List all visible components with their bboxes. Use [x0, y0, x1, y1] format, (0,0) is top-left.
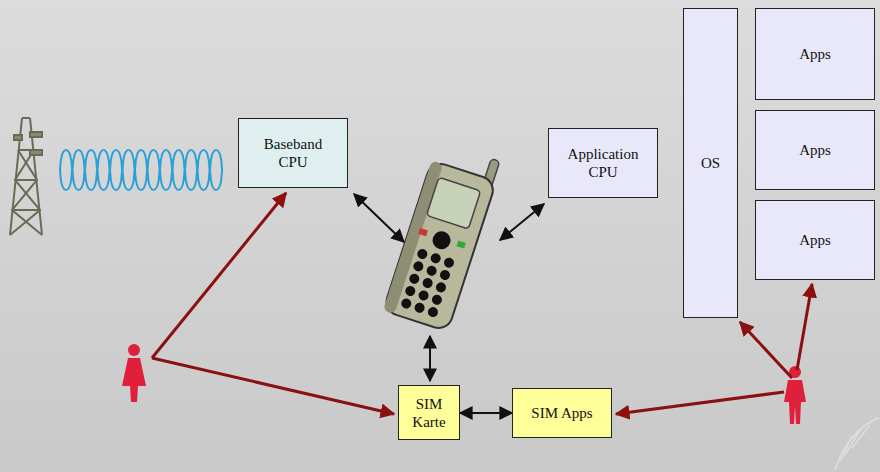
- keypad-key: [439, 269, 452, 282]
- node-label: Apps: [799, 231, 831, 249]
- node-label: Apps: [799, 141, 831, 159]
- radio-wave: [60, 150, 222, 190]
- mobile-phone: [383, 141, 503, 331]
- keypad-key: [408, 272, 421, 285]
- phone-link: [354, 194, 544, 381]
- feather-mark: [835, 418, 878, 470]
- keypad-key: [427, 306, 440, 319]
- keypad-key: [417, 289, 430, 302]
- keypad-key: [404, 285, 417, 298]
- keypad-key: [431, 293, 444, 306]
- processor-box: Application CPU: [548, 128, 658, 198]
- keypad-key: [416, 248, 429, 261]
- app-box: Apps: [755, 200, 875, 280]
- keypad-key: [443, 256, 456, 269]
- sim-app-box: SIM Apps: [512, 388, 612, 438]
- keypad-key: [425, 264, 438, 277]
- keypad-key: [400, 297, 413, 310]
- os-box: OS: [683, 8, 738, 318]
- attacker-figure: [122, 344, 146, 402]
- node-label: Apps: [799, 45, 831, 63]
- app-box: Apps: [755, 110, 875, 190]
- processor-box: Baseband CPU: [238, 118, 348, 188]
- keypad-key: [429, 252, 442, 265]
- node-label: SIM Apps: [531, 404, 592, 422]
- node-label: Application CPU: [563, 145, 643, 181]
- node-label: SIM Karte: [405, 395, 453, 431]
- keypad-key: [413, 301, 426, 314]
- sim-box: SIM Karte: [398, 385, 460, 440]
- radio-wave: [60, 150, 222, 190]
- keypad-key: [435, 281, 448, 294]
- connector: [460, 412, 512, 414]
- node-label: OS: [701, 154, 720, 172]
- radio-tower: [10, 118, 42, 235]
- node-label: Baseband CPU: [253, 135, 333, 171]
- keypad-key: [421, 277, 434, 290]
- keypad-key: [412, 260, 425, 273]
- app-box: Apps: [755, 8, 875, 100]
